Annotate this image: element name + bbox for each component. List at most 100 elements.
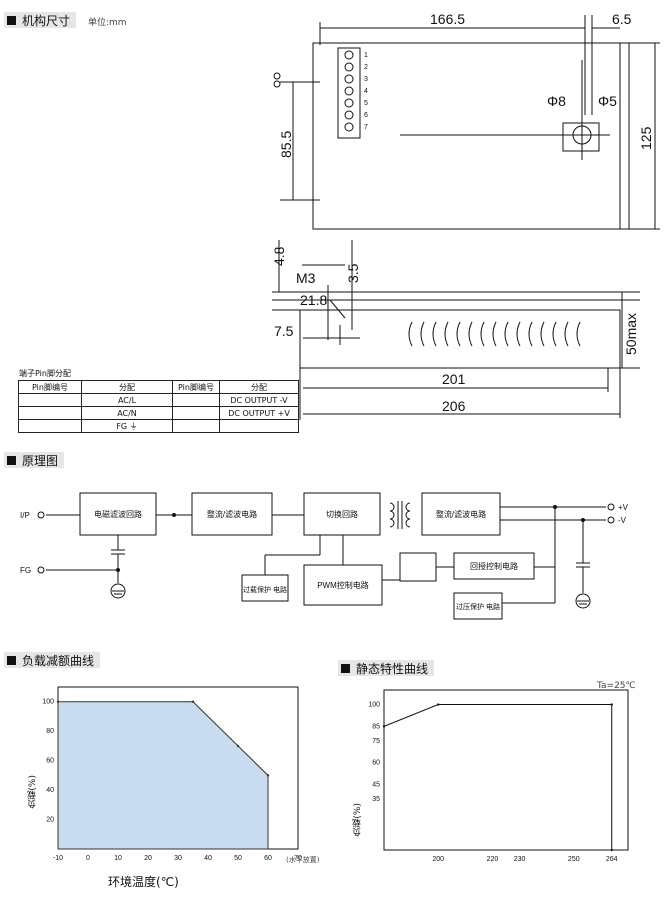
feedback-block: [453, 552, 535, 580]
fg-terminal-icon: [37, 566, 45, 574]
section-derating-header: 负载减额曲线: [4, 652, 101, 668]
pin-header-4: 分配: [219, 380, 299, 394]
dim-6-5: 6.5: [612, 11, 632, 27]
static-y-tick: 35: [372, 796, 380, 803]
transformer-primary-icon: [389, 502, 395, 528]
pin-table: Pin脚编号 分配 Pin脚编号 分配 AC/L DC OUTPUT -V AC…: [18, 380, 299, 433]
derating-x-tick: 10: [114, 855, 122, 862]
bullet-square-icon: [7, 655, 16, 665]
static-line: [383, 704, 613, 850]
derating-y-tick: 60: [46, 758, 54, 765]
vminus-terminal-icon: [607, 516, 615, 524]
dim-50max: 50max: [623, 313, 639, 355]
dim-206: 206: [442, 398, 466, 414]
section-schematic-header: 原理图: [4, 452, 65, 468]
static-point: [610, 848, 613, 852]
pin-header-2: 分配: [81, 380, 173, 394]
static-ta-label: Ta=25℃: [597, 681, 636, 691]
terminal-block: [337, 47, 361, 139]
vminus-label: -V: [618, 516, 627, 525]
derating-y-tick: 80: [46, 728, 54, 735]
static-y-tick: 45: [372, 782, 380, 789]
bullet-square-icon: [7, 15, 16, 25]
ground-icon: [110, 583, 126, 599]
static-x-tick: 200: [432, 856, 444, 863]
derating-x-tick: 20: [144, 855, 152, 862]
side-vents: [408, 321, 581, 347]
optocoupler-icon: [399, 552, 437, 582]
terminal-numbers: 1 2 3 4 5 6 7: [364, 52, 368, 131]
ip-label: I/P: [20, 511, 30, 520]
static-x-tick: 230: [514, 856, 526, 863]
side-view-outline: [299, 309, 621, 369]
static-x-tick: 220: [487, 856, 499, 863]
switch-block: [303, 492, 381, 536]
derating-point: [236, 744, 240, 748]
section-schematic-title: 原理图: [22, 453, 59, 468]
dim-7-5: 7.5: [274, 323, 294, 339]
dim-4-8: 4.8: [271, 246, 287, 266]
section-static-header: 静态特性曲线: [338, 660, 435, 676]
svg-text:4: 4: [364, 88, 368, 95]
rect2-label: 整流/滤波电路: [436, 509, 486, 519]
rectifier-block-1: [191, 492, 273, 536]
dim-85-5: 85.5: [278, 131, 294, 158]
static-plot-frame: [383, 689, 629, 851]
vplus-label: +V: [618, 503, 629, 512]
table-row: FG ⏚: [18, 419, 299, 433]
static-point: [382, 725, 386, 728]
mechanical-drawing: 166.5 6.5 Φ8 Φ5 21.8 M3 7.5 201 206 85.5…: [271, 11, 660, 420]
derating-x-suffix: (水平放置): [286, 856, 320, 864]
dim-phi8: Φ8: [547, 93, 566, 109]
dim-3-5: 3.5: [345, 263, 361, 283]
table-row: AC/L DC OUTPUT -V: [18, 393, 299, 407]
feedback-label: 回授控制电路: [470, 561, 518, 571]
svg-text:5: 5: [364, 100, 368, 107]
derating-x-tick: 40: [204, 855, 212, 862]
fg-label: FG: [20, 566, 31, 575]
derating-xlabel: 环境温度(℃): [108, 875, 179, 889]
static-y-tick: 75: [372, 738, 380, 745]
bullet-square-icon: [7, 455, 16, 465]
dim-125: 125: [638, 126, 654, 150]
ground-icon: [575, 593, 591, 609]
switch-label: 切换回路: [326, 509, 358, 519]
ovp-label: 过压保护 电路: [456, 602, 500, 611]
static-y-tick: 85: [372, 723, 380, 730]
derating-point: [191, 700, 195, 703]
svg-text:1: 1: [364, 52, 368, 59]
section-static-title: 静态特性曲线: [356, 661, 429, 676]
static-y-tick: 60: [372, 760, 380, 767]
table-row: AC/N DC OUTPUT +V: [18, 406, 299, 420]
static-y-tick: 100: [368, 702, 380, 709]
overload-label: 过载保护 电路: [243, 585, 287, 594]
section-mech-header: 机构尺寸: [4, 12, 77, 28]
static-point: [437, 703, 440, 706]
section-mech-title: 机构尺寸: [22, 13, 71, 28]
dim-21-8: 21.8: [300, 292, 327, 308]
block-diagram: I/P FG 电磁滤波回路 整流/滤波电路 切换回路 整流/滤波电路 过载保护 …: [20, 492, 629, 620]
derating-x-tick: 70: [294, 855, 302, 862]
svg-text:2: 2: [364, 64, 368, 71]
derating-x-tick: 30: [174, 855, 182, 862]
static-point: [610, 703, 613, 706]
unit-label: 单位:mm: [88, 18, 127, 28]
derating-x-tick: 0: [86, 855, 90, 862]
terminal-screws: [344, 50, 354, 132]
ovp-block: [453, 592, 503, 620]
dim-m3: M3: [296, 270, 316, 286]
static-x-tick: 264: [606, 856, 618, 863]
derating-point: [266, 774, 270, 777]
derating-y-tick: 40: [46, 787, 54, 794]
svg-text:6: 6: [364, 112, 368, 119]
dim-phi5: Φ5: [598, 93, 617, 109]
section-derating-title: 负载减额曲线: [22, 653, 95, 668]
svg-text:7: 7: [364, 124, 368, 131]
derating-x-tick: 60: [264, 855, 272, 862]
pin-header-1: Pin脚编号: [18, 380, 82, 394]
static-ylabel: 负载(%): [353, 803, 363, 837]
dim-201: 201: [442, 371, 466, 387]
pwm-label: PWM控制电路: [317, 580, 369, 590]
derating-point: [56, 700, 60, 703]
